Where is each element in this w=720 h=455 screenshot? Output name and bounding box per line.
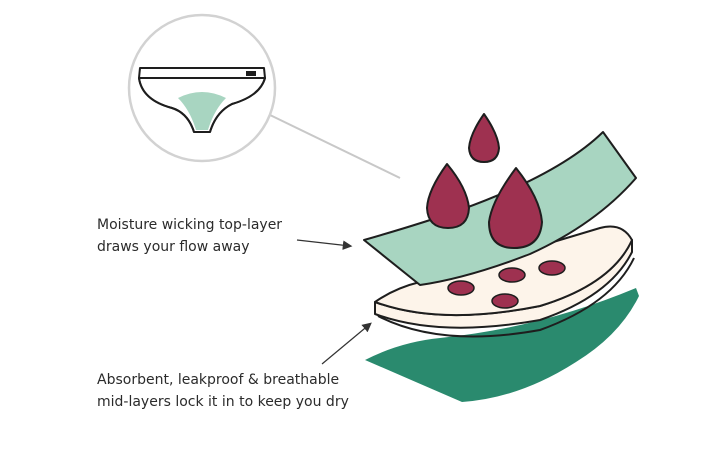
callout-connector-line: [269, 114, 401, 179]
top-layer-arrow: [296, 239, 353, 250]
top-layer-label-line1: Moisture wicking top-layer: [97, 217, 283, 233]
absorbed-spot: [498, 267, 526, 283]
absorbed-spot: [447, 280, 475, 296]
mid-layers-label-line2: mid-layers lock it in to keep you dry: [97, 394, 349, 410]
mid-layer: [374, 225, 635, 338]
underwear-icon: [138, 67, 266, 133]
drop-icon: [468, 113, 500, 163]
magnifier-circle: [127, 13, 277, 163]
absorbed-spot: [491, 293, 519, 309]
top-layer-label-line2: draws your flow away: [97, 239, 250, 255]
mid-layer-arrow: [321, 322, 372, 365]
top-layer-label: Moisture wicking top-layer draws your fl…: [97, 214, 282, 258]
absorbed-spot: [538, 260, 566, 276]
mid-layers-label-line1: Absorbent, leakproof & breathable: [97, 372, 340, 388]
mid-layers-label: Absorbent, leakproof & breathable mid-la…: [97, 369, 349, 413]
drop-icon: [488, 167, 543, 249]
drop-icon: [426, 163, 470, 229]
